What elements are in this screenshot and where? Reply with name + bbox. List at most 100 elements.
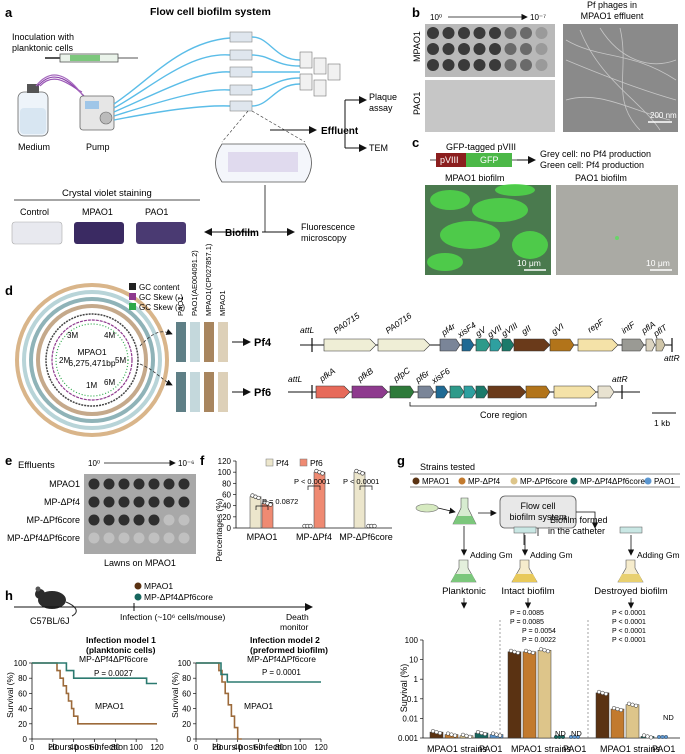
plaque-spot xyxy=(427,43,439,55)
f-data-point xyxy=(256,495,261,501)
f-ytick-label: 80 xyxy=(222,479,231,488)
pao1-scale: 10 μm xyxy=(646,258,670,268)
g-pval-intact-4: P = 0.0022 xyxy=(522,637,556,644)
panel-f: Pf4 Pf6 Percentages (%) 020406080100120M… xyxy=(214,457,393,562)
plaque-spot xyxy=(442,27,455,39)
e-plaque-spot xyxy=(178,496,190,508)
mouse-strain-label: C57BL/6J xyxy=(30,616,70,626)
e-plaque-spots xyxy=(88,478,190,544)
f-data-point xyxy=(320,471,325,476)
f-sig-bracket xyxy=(359,485,373,490)
pf6-gene-pf6r: pf6r xyxy=(413,367,433,385)
plate-pao1 xyxy=(425,80,555,132)
pf4-track-bars xyxy=(176,322,228,362)
f-ytick-label: 20 xyxy=(222,513,231,522)
track-mpao1: MPAO1 xyxy=(218,290,227,316)
pump-label: Pump xyxy=(86,142,110,152)
g-pval-intact-1: P = 0.0085 xyxy=(510,610,544,617)
g-data-point xyxy=(615,706,620,712)
gm-flasks xyxy=(450,559,644,583)
pf4-gene-attL: attL xyxy=(300,325,314,335)
e-plaque-spot xyxy=(118,496,130,508)
plaque-spot xyxy=(489,27,501,39)
e-plaque-spot xyxy=(88,496,100,508)
plaque-spot xyxy=(489,43,501,55)
g-bar xyxy=(537,649,552,739)
h1-survival-line xyxy=(32,662,157,685)
g-nd-point xyxy=(576,735,581,740)
h-legend-mpao1-swatch xyxy=(134,582,142,590)
h2-ytick-label: 40 xyxy=(182,705,191,714)
legend-gc-content-swatch xyxy=(129,283,136,290)
e-plaque-spot xyxy=(178,478,190,490)
gfp-label: GFP xyxy=(480,155,499,165)
g-bar xyxy=(522,651,537,739)
g-data-point xyxy=(633,703,639,708)
tem-label: TEM xyxy=(369,143,388,153)
legend-gc-skew-neg-swatch xyxy=(129,293,136,300)
g-data-point xyxy=(482,731,488,737)
e-plaque-spot xyxy=(118,478,130,490)
tube-label-pao1: PAO1 xyxy=(145,207,168,217)
tube-mpao1 xyxy=(74,222,124,244)
effluent-label: Effluent xyxy=(321,126,359,137)
pf6-gene-map xyxy=(288,385,640,407)
f-ytick-label: 0 xyxy=(227,524,232,533)
panel-label-d: d xyxy=(5,283,13,298)
e-row-mpao1: MPAO1 xyxy=(49,479,80,489)
plaque-spot xyxy=(535,43,548,55)
e-plaque-spot xyxy=(88,514,100,526)
e-row-mp-dpf4dpf6core: MP-ΔPf4ΔPf6core xyxy=(7,533,80,543)
plaque-assay-label-2: assay xyxy=(369,103,393,113)
pf4-gene-pa0715: PA0715 xyxy=(331,310,361,335)
h-legend-mpao1: MPAO1 xyxy=(144,581,173,591)
biofilm-formed-1: Biofilm formed xyxy=(550,515,608,525)
h1-xtick-label: 100 xyxy=(129,743,143,752)
g-data-point xyxy=(449,732,454,737)
g-xgroup-3a: MPAO1 strains xyxy=(600,744,660,754)
f-data-point xyxy=(268,502,273,507)
h2-ylabel: Survival (%) xyxy=(170,672,180,718)
plaque-spot xyxy=(458,59,470,71)
h2-xtick-label: 120 xyxy=(314,743,328,752)
h1-ylabel: Survival (%) xyxy=(5,672,15,718)
g-data-point xyxy=(497,733,503,738)
g-data-point xyxy=(490,731,496,736)
f-data-point xyxy=(360,471,365,476)
e-plaque-spot xyxy=(133,532,145,544)
pf6-gene-attR: attR xyxy=(612,374,628,384)
h2-xtick-label: 0 xyxy=(194,743,199,752)
g-nd-point xyxy=(660,735,665,740)
biofilm-formed-2: in the catheter xyxy=(548,526,605,536)
f-sig-bracket xyxy=(307,485,321,490)
model1-title-1: Infection model 1 xyxy=(86,635,156,645)
g-pval-intact-3: P = 0.0054 xyxy=(522,628,556,635)
g-data-point xyxy=(464,733,469,738)
pf4-gene-gvi: gVI xyxy=(549,321,566,337)
g-bar xyxy=(507,651,522,739)
pviii-box xyxy=(436,153,466,167)
model2-title-1: Infection model 2 xyxy=(250,635,320,645)
f-data-point xyxy=(372,523,377,529)
plaque-spot xyxy=(473,59,486,71)
pviii-label: pVIII xyxy=(440,155,459,165)
f-ylabel: Percentages (%) xyxy=(214,498,224,561)
mpao1-scale: 10 μm xyxy=(517,258,541,268)
fluorescence-label-2: microscopy xyxy=(301,233,347,243)
infection-label: Infection (~10⁶ cells/mouse) xyxy=(120,612,225,622)
adding-gm-2: Adding Gm xyxy=(530,550,573,560)
g-xgroup-3b: PAO1 xyxy=(652,744,675,754)
plaque-spot xyxy=(535,27,548,39)
plaque-spot xyxy=(427,59,439,71)
b-dilution-start: 10⁰ xyxy=(430,13,442,22)
pf4-gene-pa0716: PA0716 xyxy=(383,310,413,335)
g-data-point xyxy=(430,729,436,734)
legend-gc-skew-pos: GC Skew (+) xyxy=(139,303,185,312)
g-pval-destroyed-4: P < 0.0001 xyxy=(612,637,646,644)
f-ytick-label: 120 xyxy=(218,457,232,466)
f-pval-2: P < 0.0001 xyxy=(294,477,330,486)
group-planktonic: Planktonic xyxy=(442,586,486,597)
h2-ytick-label: 0 xyxy=(187,735,192,744)
g-data-point xyxy=(479,730,484,736)
